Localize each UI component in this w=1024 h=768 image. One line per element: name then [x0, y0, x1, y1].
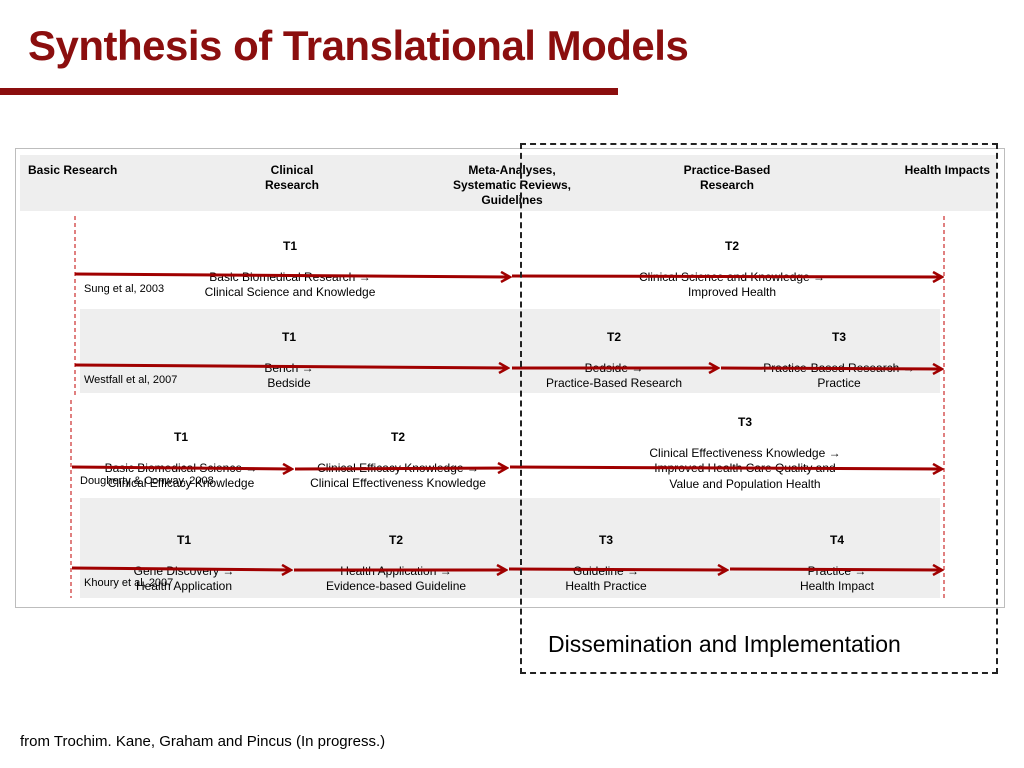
row2-arrow-t1 [74, 365, 508, 368]
row4-arrow-t4 [729, 569, 942, 570]
stage-description: Clinical Effectiveness Knowledge → Impro… [649, 445, 841, 491]
stage-tag: T3 [598, 532, 613, 547]
row3-t2-label: T2 Clinical Efficacy Knowledge → Clinica… [292, 414, 504, 492]
row3-t3-label: T3 Clinical Effectiveness Knowledge → Im… [630, 399, 860, 492]
stage-tag: T1 [173, 429, 188, 444]
stage-tag: T1 [176, 532, 191, 547]
stage-description: Clinical Efficacy Knowledge → Clinical E… [310, 461, 486, 491]
citation-sung: Sung et al, 2003 [84, 283, 165, 295]
stage-tag: T2 [724, 238, 739, 253]
row3-arrow-t2 [294, 468, 507, 469]
header-band [20, 155, 997, 211]
header-clinical-research: Clinical Research [264, 163, 320, 192]
citation-dougherty: Dougherty & Conway, 2008 [80, 475, 214, 487]
row3-arrow-t1 [71, 467, 292, 469]
source-note: from Trochim. Kane, Graham and Pincus (I… [20, 733, 386, 750]
stage-tag: T3 [831, 329, 846, 344]
stage-tag: T4 [829, 532, 844, 547]
header-basic-research: Basic Research [28, 163, 118, 177]
row-band-khoury [80, 498, 940, 598]
row2-arrow-t3 [720, 368, 942, 369]
row1-arrow-t2 [511, 276, 942, 277]
row-band-westfall [80, 309, 940, 393]
header-practice-based-research: Practice-Based Research [683, 163, 771, 192]
stage-tag: T2 [390, 429, 405, 444]
citation-khoury: Khoury et al, 2007 [84, 577, 174, 589]
citation-westfall: Westfall et al, 2007 [84, 374, 178, 386]
stage-description: Gene Discovery → Health Application [133, 563, 235, 594]
stage-tag: T3 [737, 414, 752, 429]
dissemination-implementation-box [520, 143, 998, 674]
stage-tag: T1 [281, 329, 296, 344]
row4-arrow-t1 [71, 568, 291, 570]
stage-tag: T2 [606, 329, 621, 344]
stage-tag: T2 [388, 532, 403, 547]
row3-arrow-t3 [509, 467, 942, 469]
header-meta-analyses: Meta-Analyses, Systematic Reviews, Guide… [452, 163, 572, 207]
stage-tag: T1 [282, 238, 297, 253]
diagram-frame [15, 148, 1005, 608]
dissemination-implementation-label: Dissemination and Implementation [548, 631, 901, 657]
slide-title: Synthesis of Translational Models [28, 22, 689, 69]
row1-arrow-t1 [74, 274, 510, 277]
row4-t1-label: T1 Gene Discovery → Health Application [114, 517, 254, 595]
title-underline [0, 88, 618, 95]
row4-arrow-t3 [508, 569, 727, 570]
header-health-impacts: Health Impacts [904, 163, 990, 177]
